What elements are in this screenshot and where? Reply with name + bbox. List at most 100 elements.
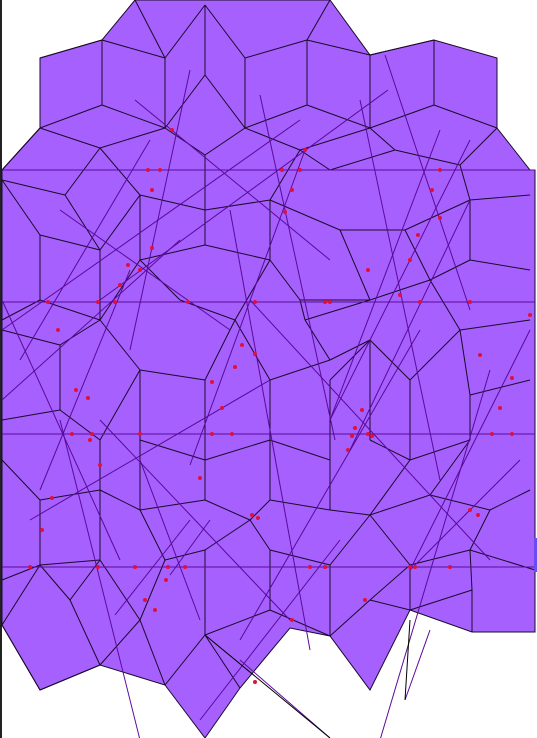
tile-edge: [369, 564, 411, 601]
scrollbar-tab[interactable]: [534, 538, 537, 572]
tile-edge: [469, 509, 491, 551]
tile-edge: [429, 439, 471, 496]
tile-edge: [1, 459, 41, 501]
tile-edge: [369, 39, 435, 56]
intersection-marker: [98, 463, 102, 467]
intersection-marker: [96, 565, 100, 569]
tile-edge: [369, 439, 411, 461]
construction-line: [114, 519, 191, 616]
tile-edge: [369, 127, 396, 151]
tile-edge: [369, 104, 435, 129]
tile-edge: [1, 329, 61, 346]
intersection-marker: [150, 246, 154, 250]
tile-edge: [99, 259, 141, 321]
tile-edge: [369, 599, 411, 611]
intersection-marker: [153, 608, 157, 612]
intersection-marker: [476, 513, 480, 517]
outer-construction-line: [204, 634, 331, 738]
tile-edge: [1, 179, 66, 196]
tile-edge: [39, 299, 101, 321]
tile-edge: [134, 0, 166, 59]
intersection-marker: [186, 300, 190, 304]
tile-edge: [99, 559, 141, 621]
intersection-marker: [158, 168, 162, 172]
tile-edge: [306, 104, 371, 129]
intersection-marker: [468, 508, 472, 512]
tile-edge: [459, 319, 531, 331]
intersection-marker: [510, 432, 514, 436]
tile-edge: [204, 519, 251, 551]
tile-edge: [339, 229, 371, 301]
tile-edge: [469, 194, 531, 201]
construction-line: [199, 539, 341, 721]
intersection-marker: [323, 565, 327, 569]
tile-edge: [204, 74, 246, 129]
outer-construction-line: [404, 619, 411, 701]
construction-line: [384, 54, 471, 311]
intersection-marker: [210, 380, 214, 384]
intersection-markers: [28, 128, 532, 684]
tile-edge: [39, 559, 101, 566]
tile-edge: [39, 489, 101, 501]
intersection-marker: [146, 168, 150, 172]
construction-line: [229, 209, 311, 651]
tile-edge: [139, 499, 206, 511]
tile-edge: [164, 634, 206, 686]
tile-edge: [429, 279, 461, 331]
intersection-marker: [166, 565, 170, 569]
intersection-marker: [40, 528, 44, 532]
intersection-marker: [468, 300, 472, 304]
construction-line: [169, 519, 211, 576]
intersection-marker: [233, 365, 237, 369]
tile-edge: [99, 489, 141, 511]
tile-edge: [269, 199, 341, 231]
intersection-marker: [478, 353, 482, 357]
tile-edge: [459, 127, 498, 166]
construction-line: [329, 139, 471, 421]
intersection-marker: [308, 565, 312, 569]
intersection-marker: [133, 565, 137, 569]
tile-edge: [234, 319, 271, 381]
tile-edge: [204, 439, 271, 461]
intersection-marker: [438, 168, 442, 172]
tile-edge: [1, 624, 41, 691]
intersection-marker: [408, 565, 412, 569]
tile-edge: [139, 619, 166, 686]
intersection-marker: [323, 300, 327, 304]
tile-edge: [369, 459, 411, 516]
tile-edge: [99, 369, 141, 441]
construction-line: [19, 139, 151, 361]
intersection-marker: [256, 516, 260, 520]
tile-edge: [64, 147, 101, 196]
tile-edge: [299, 127, 371, 151]
intersection-marker: [70, 432, 74, 436]
intersection-marker: [303, 148, 307, 152]
intersection-marker: [366, 432, 370, 436]
tile-edge: [269, 609, 331, 637]
tile-edge: [1, 127, 41, 171]
tile-edge: [469, 549, 473, 591]
tile-edge: [1, 409, 61, 421]
tile-edge: [249, 499, 271, 521]
construction-line: [349, 199, 471, 451]
intersection-marker: [253, 680, 257, 684]
tile-edge: [164, 4, 206, 59]
intersection-marker: [183, 565, 187, 569]
tile-edge: [269, 549, 331, 566]
construction-line: [29, 379, 271, 521]
intersection-marker: [50, 496, 54, 500]
construction-lines: [1, 54, 531, 738]
construction-line: [99, 89, 389, 301]
construction-line: [59, 419, 141, 738]
tile-edge: [39, 127, 101, 149]
intersection-marker: [290, 188, 294, 192]
tile-edge: [269, 259, 301, 301]
tile-edge: [204, 127, 246, 156]
intersection-marker: [298, 168, 302, 172]
tile-edge: [39, 564, 71, 601]
tile-edge: [1, 299, 41, 321]
intersection-marker: [253, 352, 257, 356]
intersection-marker: [498, 406, 502, 410]
intersection-marker: [250, 513, 254, 517]
tile-edge: [269, 499, 331, 511]
